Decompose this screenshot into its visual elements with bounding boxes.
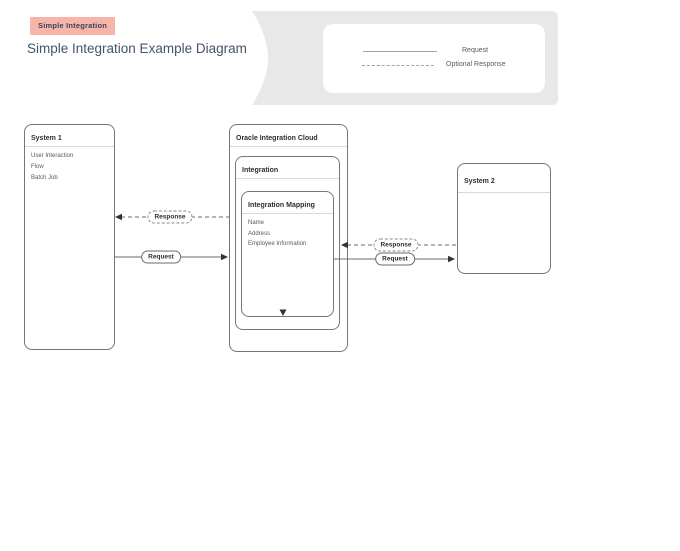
node-mapping-title: Integration Mapping — [248, 202, 315, 209]
node-system2[interactable]: System 2 — [457, 163, 551, 274]
divider — [236, 178, 339, 179]
legend-request-line — [363, 51, 437, 52]
node-integration-mapping[interactable]: Integration Mapping Name Address Employe… — [241, 191, 334, 317]
node-system2-title: System 2 — [464, 178, 495, 185]
node-integration-title: Integration — [242, 167, 279, 174]
node-system1[interactable]: System 1 User Interaction Flow Batch Job — [24, 124, 115, 350]
legend-optional-response-label: Optional Response — [446, 61, 506, 68]
list-item: Employee Information — [248, 241, 307, 247]
node-integration[interactable]: Integration Integration Mapping Name Add… — [235, 156, 340, 330]
divider — [230, 146, 347, 147]
node-mapping-items: Name Address Employee Information — [242, 214, 333, 250]
request-label-pill[interactable]: Request — [375, 252, 415, 266]
list-item: Batch Job — [31, 175, 58, 181]
arrowhead-right-icon — [221, 253, 228, 261]
node-oracle-integration-cloud[interactable]: Oracle Integration Cloud Integration Int… — [229, 124, 348, 352]
node-system1-title: System 1 — [31, 135, 62, 142]
node-system1-items: User Interaction Flow Batch Job — [25, 147, 114, 184]
arrowhead-left-icon — [115, 213, 122, 221]
tag-badge[interactable]: Simple Integration — [30, 17, 116, 35]
list-item: User Interaction — [31, 153, 74, 159]
page-title: Simple Integration Example Diagram — [27, 41, 247, 56]
legend-request-label: Request — [462, 47, 489, 54]
list-item: Address — [248, 230, 271, 237]
arrowhead-right-icon — [448, 255, 455, 263]
divider — [25, 146, 114, 147]
list-item: Name — [248, 220, 265, 226]
node-oic-title: Oracle Integration Cloud — [236, 135, 318, 142]
legend-card — [323, 24, 545, 93]
request-label-pill[interactable]: Request — [141, 250, 181, 264]
legend-optional-response-line — [362, 65, 434, 66]
divider — [458, 192, 550, 193]
divider — [242, 213, 333, 214]
list-item: Flow — [31, 164, 44, 170]
response-label-pill[interactable]: Response — [147, 210, 193, 224]
response-label-pill[interactable]: Response — [373, 238, 419, 252]
